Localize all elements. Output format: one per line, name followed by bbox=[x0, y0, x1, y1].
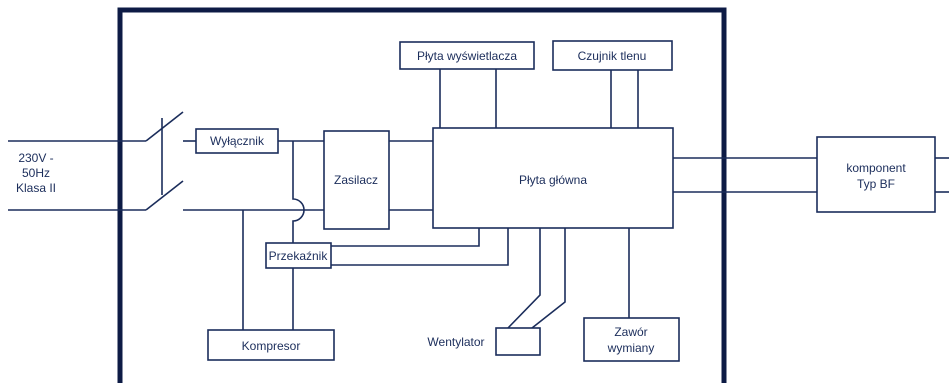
psu-label: Zasilacz bbox=[334, 173, 378, 187]
wire-main-to-relay-2 bbox=[331, 228, 509, 266]
breaker-label: Wyłącznik bbox=[210, 134, 265, 148]
compressor-box bbox=[207, 329, 335, 361]
valve-box bbox=[583, 317, 680, 362]
switch-contact-bottom bbox=[145, 180, 184, 211]
display-board-box bbox=[399, 41, 535, 70]
bf-label-1: komponent bbox=[846, 161, 906, 175]
wire-main-to-fan-2 bbox=[531, 228, 566, 329]
relay-label: Przekaźnik bbox=[269, 249, 329, 263]
wire-main-to-fan-1 bbox=[507, 228, 541, 329]
switch-contact-top bbox=[145, 111, 184, 142]
valve-label-1: Zawór bbox=[614, 325, 647, 339]
wire-breaker-to-relay bbox=[292, 141, 305, 243]
compressor-label: Kompresor bbox=[242, 339, 301, 353]
fan-label: Wentylator bbox=[427, 335, 484, 349]
power-label-1: 230V - bbox=[18, 151, 53, 165]
display-board-label: Płyta wyświetlacza bbox=[417, 49, 517, 63]
enclosure-frame bbox=[117, 7, 727, 383]
psu-box bbox=[323, 130, 390, 230]
oxygen-sensor-label: Czujnik tlenu bbox=[578, 49, 647, 63]
bf-label-2: Typ BF bbox=[857, 177, 895, 191]
wire-main-to-relay-1 bbox=[331, 228, 480, 247]
mainboard-label: Płyta główna bbox=[519, 173, 587, 187]
mainboard-box bbox=[432, 127, 674, 229]
oxygen-sensor-box bbox=[552, 40, 673, 71]
power-label-3: Klasa II bbox=[16, 181, 56, 195]
relay-box bbox=[265, 242, 332, 269]
power-label-2: 50Hz bbox=[22, 166, 50, 180]
fan-box bbox=[495, 327, 541, 356]
valve-label-2: wymiany bbox=[607, 341, 655, 355]
breaker-box bbox=[195, 128, 279, 154]
bf-component-box bbox=[816, 136, 936, 213]
